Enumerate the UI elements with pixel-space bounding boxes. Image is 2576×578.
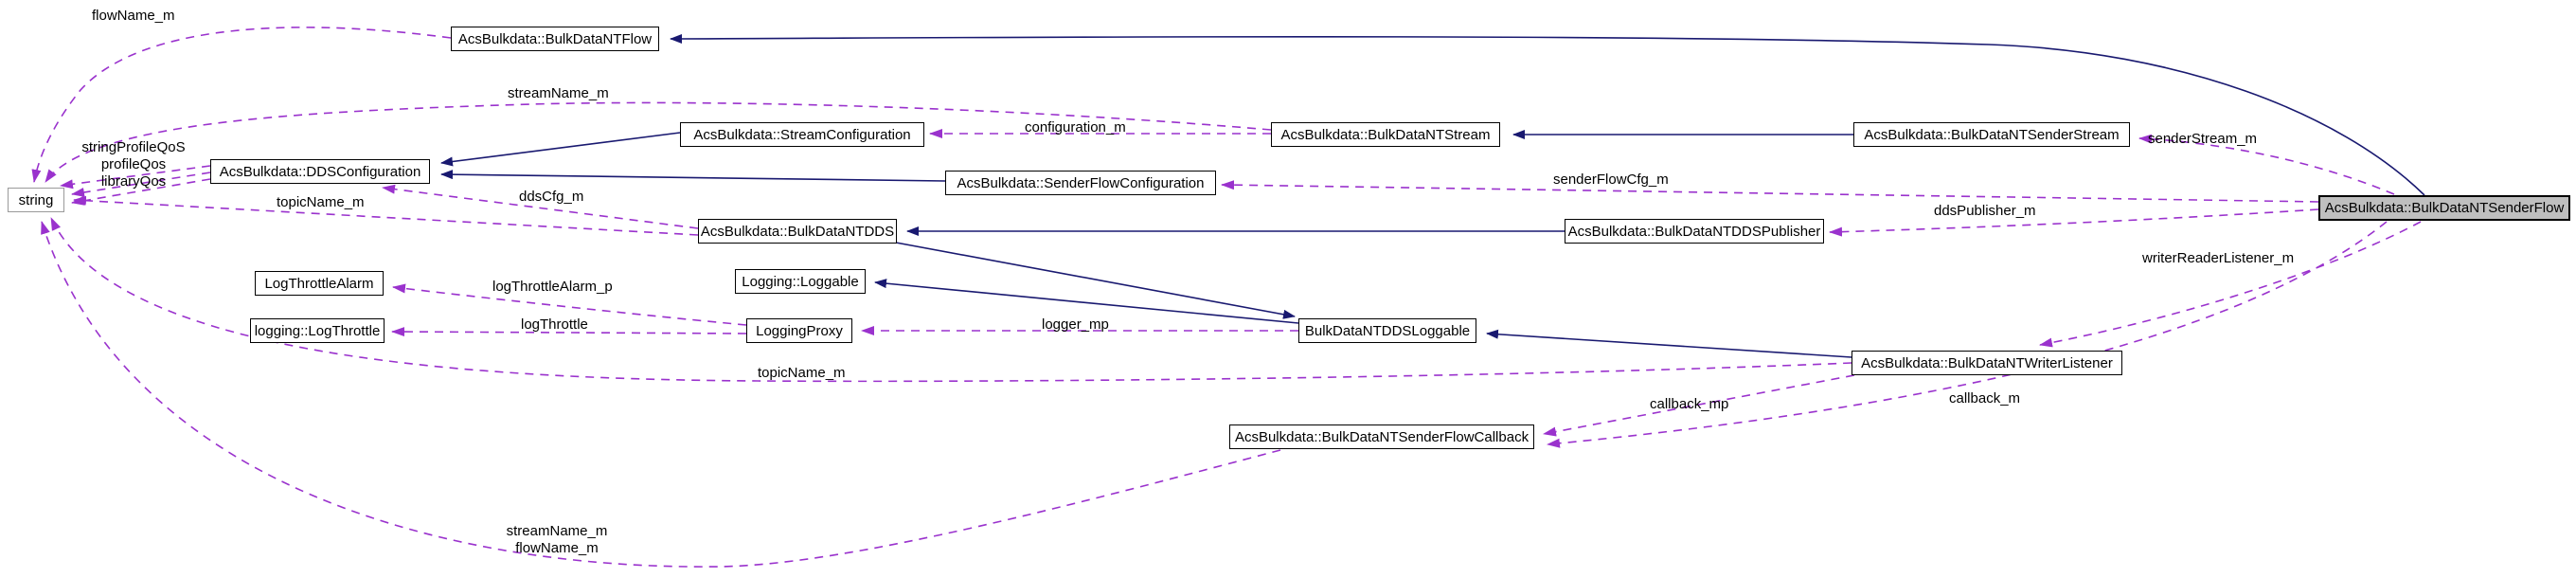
node-bulkdatantsenderflow[interactable]: AcsBulkdata::BulkDataNTSenderFlow — [2318, 195, 2570, 221]
edge-label-streamname-bottom: streamName_m — [506, 523, 608, 539]
node-bulkdatantstream[interactable]: AcsBulkdata::BulkDataNTStream — [1271, 122, 1500, 147]
usage-edges — [31, 27, 2422, 568]
edge-label-topicname-lower: topicName_m — [758, 365, 846, 381]
node-bulkdatantflow[interactable]: AcsBulkdata::BulkDataNTFlow — [451, 27, 659, 51]
edge-label-stringprofileqos: stringProfileQoS — [81, 139, 186, 155]
edge-label-logthrottlealarm-p: logThrottleAlarm_p — [492, 279, 613, 295]
edge-label-topicname-upper: topicName_m — [277, 194, 365, 210]
edge-label-senderflowcfg-m: senderFlowCfg_m — [1553, 172, 1669, 188]
node-bulkdatantddsloggable[interactable]: BulkDataNTDDSLoggable — [1298, 318, 1476, 343]
node-bulkdatantwriterlistener[interactable]: AcsBulkdata::BulkDataNTWriterListener — [1852, 351, 2122, 375]
edge-label-ddspublisher-m: ddsPublisher_m — [1934, 203, 2036, 219]
edge-label-ddscfg-m: ddsCfg_m — [519, 189, 584, 205]
node-senderflowconfiguration[interactable]: AcsBulkdata::SenderFlowConfiguration — [945, 171, 1216, 195]
edge-label-bottom-block: streamName_m flowName_m — [481, 523, 633, 557]
node-logthrottle[interactable]: logging::LogThrottle — [250, 318, 385, 343]
node-streamconfiguration[interactable]: AcsBulkdata::StreamConfiguration — [680, 122, 924, 147]
node-ddsconfiguration[interactable]: AcsBulkdata::DDSConfiguration — [210, 159, 430, 184]
edge-label-profileqos: profileQos — [100, 156, 167, 172]
edge-label-logthrottle: logThrottle — [521, 316, 588, 333]
edge-label-qos-block: stringProfileQoS profileQos libraryQos — [72, 139, 195, 190]
edge-label-flowname-top: flowName_m — [92, 8, 175, 24]
node-loggable[interactable]: Logging::Loggable — [735, 269, 866, 294]
node-bulkdatantsenderflowcallback[interactable]: AcsBulkdata::BulkDataNTSenderFlowCallbac… — [1229, 424, 1534, 449]
edge-label-configuration-m: configuration_m — [1025, 119, 1126, 135]
inheritance-edges — [440, 33, 2425, 358]
node-bulkdatantdds[interactable]: AcsBulkdata::BulkDataNTDDS — [698, 219, 897, 244]
edge-label-libraryqos: libraryQos — [100, 173, 167, 190]
node-bulkdatantddspublisher[interactable]: AcsBulkdata::BulkDataNTDDSPublisher — [1565, 219, 1824, 244]
node-bulkdatantsenderstream[interactable]: AcsBulkdata::BulkDataNTSenderStream — [1853, 122, 2130, 147]
edge-label-flowname-bottom: flowName_m — [515, 540, 599, 556]
edge-label-callback-mp: callback_mp — [1650, 396, 1729, 412]
node-loggingproxy[interactable]: LoggingProxy — [746, 318, 852, 343]
node-logthrottlealarm[interactable]: LogThrottleAlarm — [255, 271, 384, 296]
edge-label-senderstream-m: senderStream_m — [2148, 131, 2258, 147]
edge-label-callback-m: callback_m — [1949, 390, 2021, 406]
edge-label-streamname-top: streamName_m — [508, 85, 609, 101]
node-string[interactable]: string — [8, 188, 64, 212]
edge-label-logger-mp: logger_mp — [1042, 316, 1109, 333]
edge-label-writerreaderlistener-m: writerReaderListener_m — [2142, 250, 2295, 266]
